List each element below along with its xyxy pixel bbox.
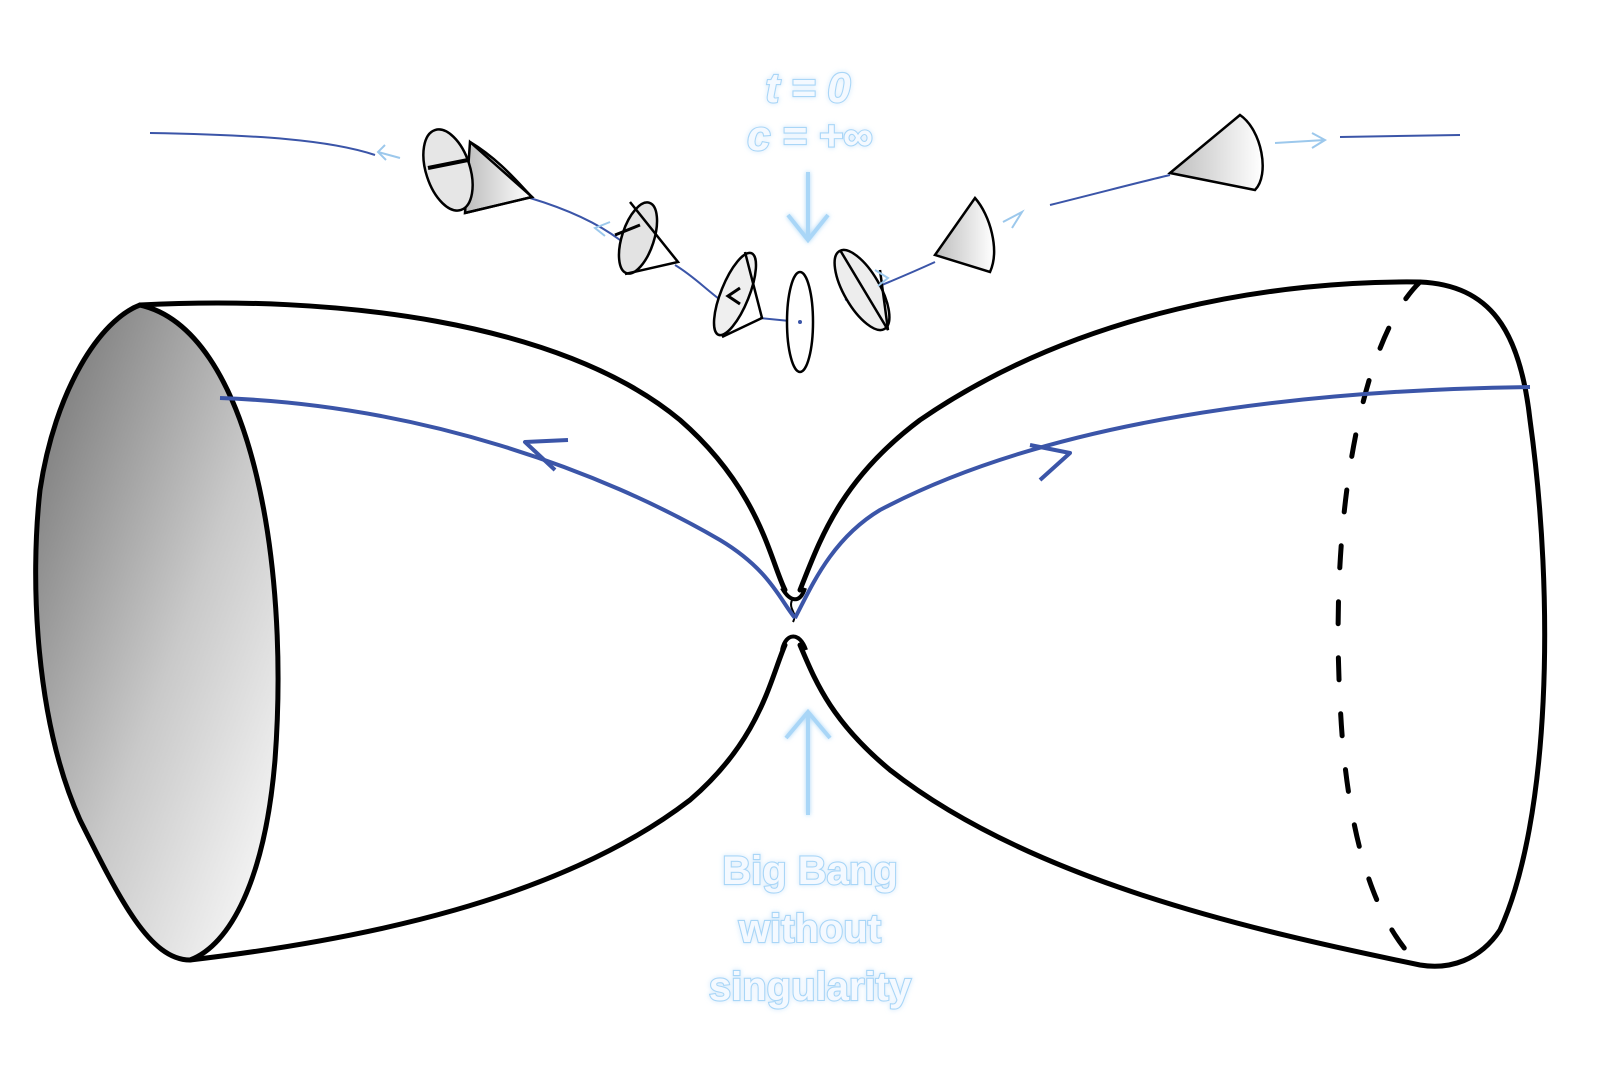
right-rim-dashed (1338, 282, 1420, 965)
light-cone-4 (787, 272, 813, 372)
time-zero-label: t = 0 (765, 64, 850, 111)
worldline-right-branch (795, 387, 1530, 618)
up-arrow (786, 712, 830, 815)
light-cone-1 (378, 123, 532, 216)
big-bang-label: Big Bang (722, 849, 898, 893)
left-mouth-opening (36, 305, 278, 960)
speed-infinity-label: c = +∞ (747, 112, 873, 159)
time-annotation: t = 0 c = +∞ (747, 64, 873, 240)
light-cone-5 (824, 242, 900, 338)
worldline-left-branch (220, 398, 795, 618)
surface-worldline (220, 387, 1530, 618)
down-arrow (788, 172, 828, 240)
light-cone-2 (595, 198, 678, 278)
singularity-label: singularity (709, 965, 912, 1009)
cone-worldline-left (150, 133, 375, 155)
big-bang-annotation: Big Bang without singularity (709, 712, 912, 1009)
without-label: without (738, 907, 881, 951)
light-cone-7 (1170, 115, 1325, 190)
right-lobe-outline (800, 282, 1545, 966)
light-cone-6 (935, 198, 1022, 272)
